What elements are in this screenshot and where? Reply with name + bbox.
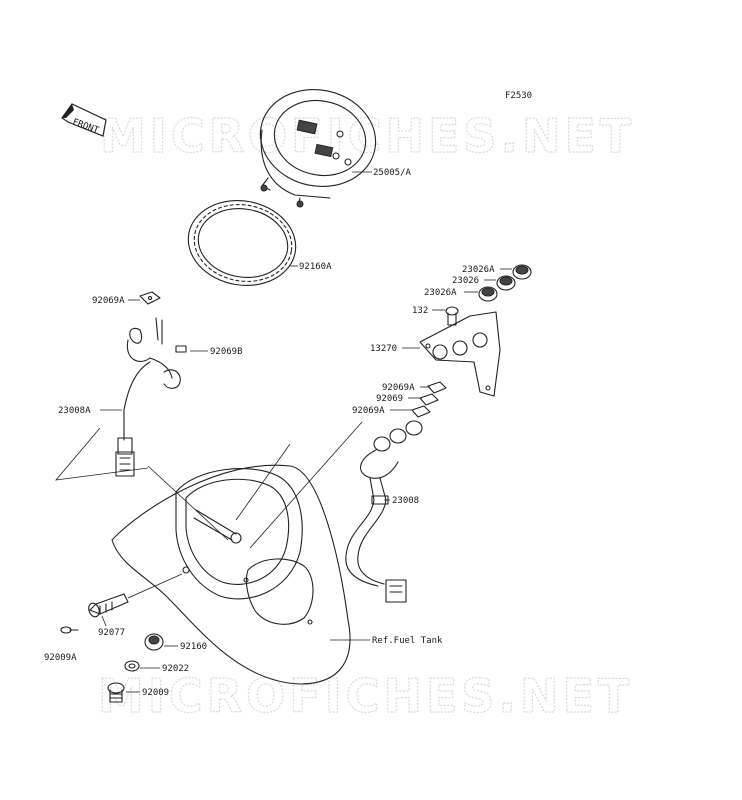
grommet-part (144, 633, 164, 651)
label-bracket: 13270 (370, 344, 397, 354)
label-clip-left-top: 92069A (92, 296, 125, 306)
label-knob-screw: 92009A (44, 653, 77, 663)
label-clip-r2: 92069 (376, 394, 403, 404)
label-clip-r3: 92069A (352, 406, 385, 416)
label-ref-tank: Ref.Fuel Tank (372, 636, 443, 646)
clip-left-top-part (139, 291, 161, 305)
figure-id: F2530 (505, 91, 532, 101)
speedometer-part (259, 88, 377, 208)
knob-part (88, 593, 129, 618)
label-cap-low: 23026A (424, 288, 457, 298)
caps-part (478, 264, 532, 302)
bolt-part (107, 682, 125, 703)
knob-screw-part (60, 626, 79, 634)
label-speedometer: 25005/A (373, 168, 412, 178)
label-clip-left-mid: 92069B (210, 347, 243, 357)
harness-right-part (345, 420, 423, 603)
clips-right-part (411, 381, 447, 418)
meter-cover-part (111, 464, 351, 685)
bracket-part (419, 311, 501, 397)
label-ring: 92160A (299, 262, 332, 272)
screw-part (445, 306, 459, 326)
label-bolt: 92009 (142, 688, 169, 698)
label-knob: 92077 (98, 628, 125, 638)
label-cap-mid: 23026 (452, 276, 479, 286)
washer-part (124, 660, 140, 672)
front-arrow-icon: FRONT (61, 103, 107, 137)
label-cap-top: 23026A (462, 265, 495, 275)
label-harness-left: 23008A (58, 406, 91, 416)
ring-part (187, 200, 297, 286)
label-washer: 92022 (162, 664, 189, 674)
harness-left-part (115, 317, 187, 477)
watermark-bottom: MICROFICHES.NET (98, 669, 633, 723)
label-harness-right: 23008 (392, 496, 419, 506)
label-clip-r1: 92069A (382, 383, 415, 393)
label-grommet: 92160 (180, 642, 207, 652)
label-screw: 132 (412, 306, 428, 316)
